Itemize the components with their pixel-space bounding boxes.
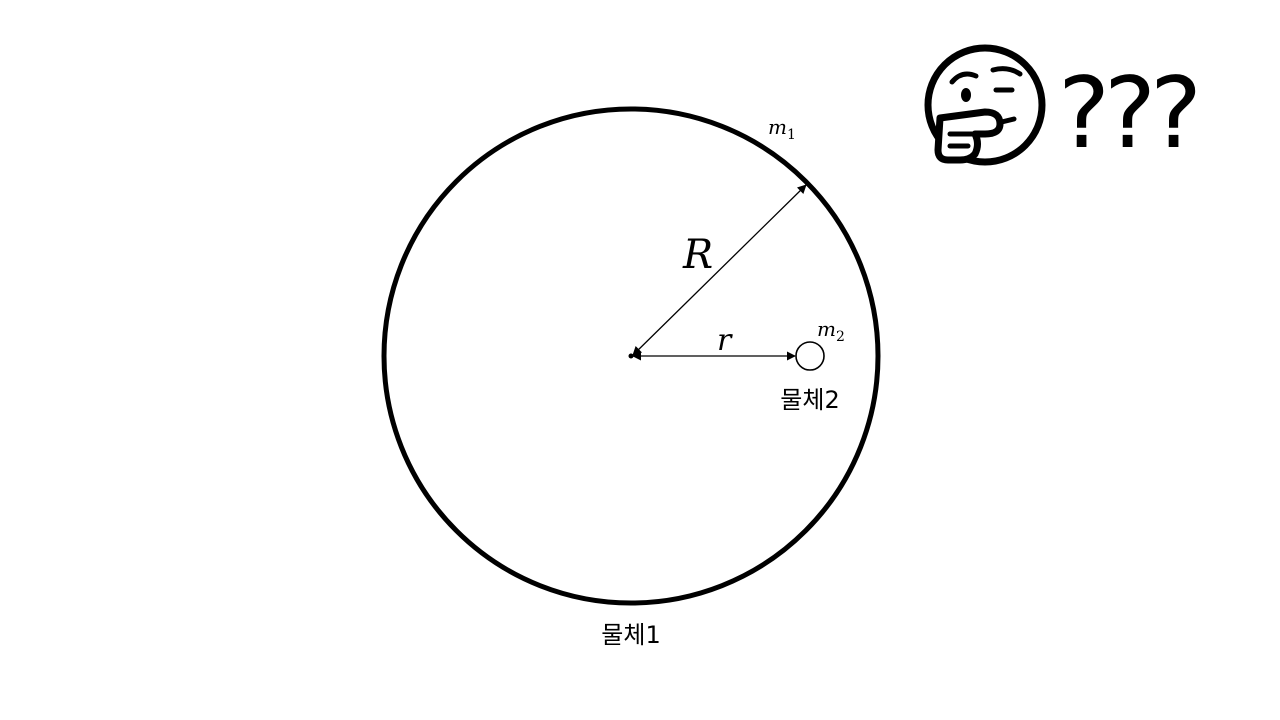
mass2-label: m2 [817, 317, 845, 345]
object2-label: 물체2 [780, 386, 839, 414]
center-point [628, 353, 634, 359]
radius-R-label: R [682, 232, 713, 278]
radius-R-arrow [632, 184, 807, 356]
object2-circle [795, 341, 825, 371]
object1-label: 물체1 [601, 621, 660, 649]
outer-shell-circle [381, 106, 881, 606]
mass1-label: m1 [768, 115, 796, 143]
question-marks-text: ??? [1058, 57, 1196, 171]
thinking-face-icon [924, 44, 1046, 166]
distance-r-label: r [717, 323, 733, 358]
